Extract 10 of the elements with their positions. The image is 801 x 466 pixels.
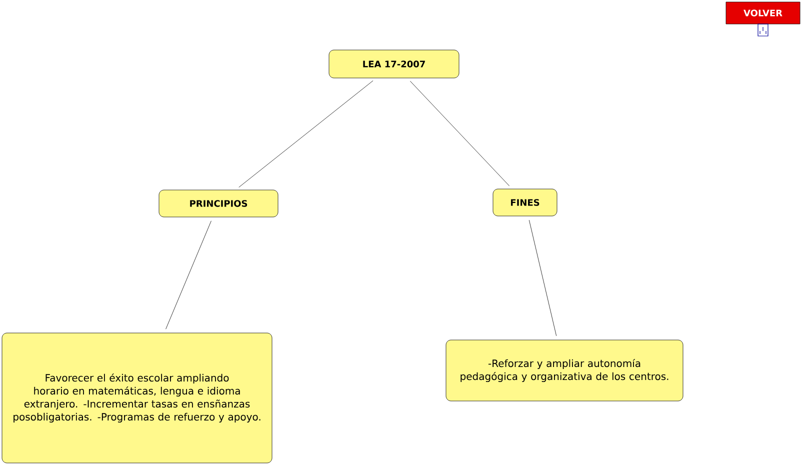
concept-box: -Reforzar y ampliar autonomía pedagógica y organizativa de los centros. [446, 340, 684, 402]
connector-line [166, 220, 212, 330]
connector-line [238, 80, 374, 188]
concept-box: FINES [492, 188, 558, 216]
back-button: VOLVER [726, 2, 800, 24]
concept-box: LEA 17-2007 [328, 50, 460, 78]
concept-box: PRINCIPIOS [158, 190, 278, 218]
concept-box: Favorecer el éxito escolar ampliando horario en matemáticas, lengua e idioma extranjero. -Incrementar tasas en ensñanzas posobligatorias. -Programas de refuerzo y apoyo. [2, 332, 272, 464]
connector-line [528, 220, 557, 336]
connector-line [410, 80, 510, 186]
